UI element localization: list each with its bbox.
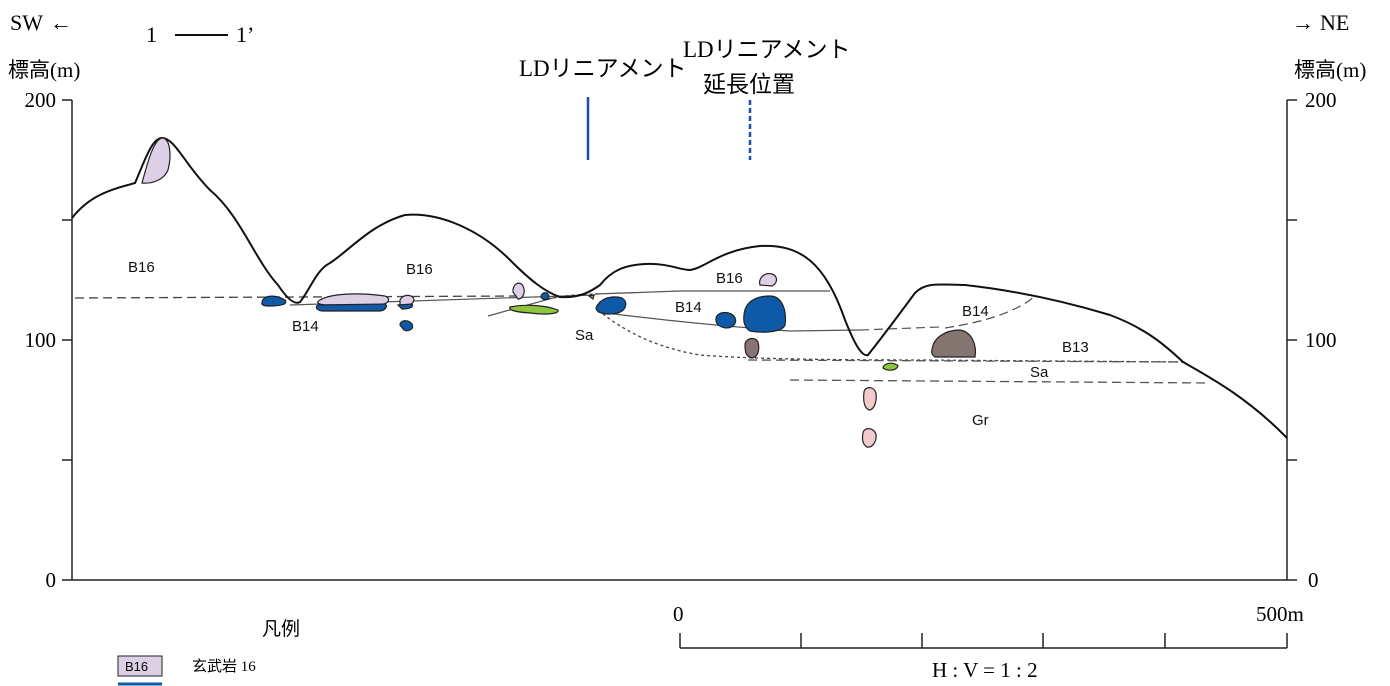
lineaments: LDリニアメント LDリニアメント 延長位置 xyxy=(519,37,851,160)
b14-lens-long xyxy=(315,303,387,312)
scale-zero: 0 xyxy=(673,602,684,626)
b14-mass-2 xyxy=(715,311,737,329)
b14-mass-1 xyxy=(595,296,627,315)
unit-label-b14: B14 xyxy=(675,299,702,316)
scale-bar: 0 500m H : V = 1 : 2 xyxy=(673,602,1304,682)
rock-bodies xyxy=(141,137,977,448)
left-tick-100: 100 xyxy=(25,328,57,352)
unit-label-b13: B13 xyxy=(1062,339,1089,356)
ld-lineament-label: LDリニアメント xyxy=(519,56,687,81)
b14-mass-large xyxy=(743,295,787,333)
unit-label-b14: B14 xyxy=(292,318,319,335)
unit-label-sa: Sa xyxy=(575,327,594,344)
b16-small-1 xyxy=(512,282,525,300)
green-lens-2 xyxy=(882,362,899,371)
b14-small-1 xyxy=(540,292,550,301)
sw-label: SW xyxy=(10,10,43,35)
right-tick-100: 100 xyxy=(1305,328,1337,352)
right-tick-0: 0 xyxy=(1308,568,1319,592)
unit-labels: B16 B16 B16 B14 B14 B14 B13 Sa Sa Gr xyxy=(128,259,1089,429)
legend-title: 凡例 xyxy=(262,618,300,640)
left-axis: 標高(m) 200 100 0 xyxy=(8,58,80,592)
right-axis: 標高(m) 200 100 0 xyxy=(1286,58,1366,592)
sw-arrow: ← xyxy=(50,10,72,35)
right-axis-title: 標高(m) xyxy=(1294,58,1366,82)
unit-label-b16: B16 xyxy=(128,259,155,276)
brown-body-1 xyxy=(744,337,760,359)
unit-label-gr: Gr xyxy=(972,412,989,429)
unit-label-sa: Sa xyxy=(1030,364,1049,381)
left-tick-200: 200 xyxy=(25,88,57,112)
right-tick-200: 200 xyxy=(1305,88,1337,112)
section-end-label: 1’ xyxy=(236,22,254,47)
left-tick-0: 0 xyxy=(46,568,57,592)
b16-small-2 xyxy=(759,273,778,287)
ld-ext-label-line2: 延長位置 xyxy=(703,72,795,97)
ne-arrow: → xyxy=(1292,10,1314,35)
scale-max: 500m xyxy=(1256,602,1304,626)
unit-label-b14: B14 xyxy=(962,303,989,320)
header: SW ← 1 1’ → NE xyxy=(10,10,1349,47)
ld-ext-label-line1: LDリニアメント xyxy=(683,37,851,62)
pink-body-2 xyxy=(861,428,877,448)
unit-label-b16: B16 xyxy=(716,270,743,287)
green-dot xyxy=(587,294,595,301)
topographic-profile xyxy=(71,136,1288,439)
b14-blob-1 xyxy=(399,320,414,332)
green-lens-1 xyxy=(509,304,559,315)
b16-lens-1 xyxy=(317,293,390,306)
brown-body-large xyxy=(931,329,977,358)
left-axis-title: 標高(m) xyxy=(8,58,80,82)
scale-ratio: H : V = 1 : 2 xyxy=(932,658,1038,682)
legend-swatch-code: B16 xyxy=(125,659,148,674)
legend: 凡例 B16 玄武岩 16 xyxy=(117,618,300,686)
b16-peak-cap xyxy=(141,137,171,184)
section-start-label: 1 xyxy=(146,22,157,47)
b14-lens-mid xyxy=(396,303,414,310)
legend-swatch-b16 xyxy=(117,655,163,677)
pink-body-1 xyxy=(863,387,877,411)
ne-label: NE xyxy=(1320,10,1349,35)
b14-lens-left xyxy=(261,295,287,307)
unit-label-b16: B16 xyxy=(406,261,433,278)
legend-item-label: 玄武岩 16 xyxy=(192,658,256,675)
